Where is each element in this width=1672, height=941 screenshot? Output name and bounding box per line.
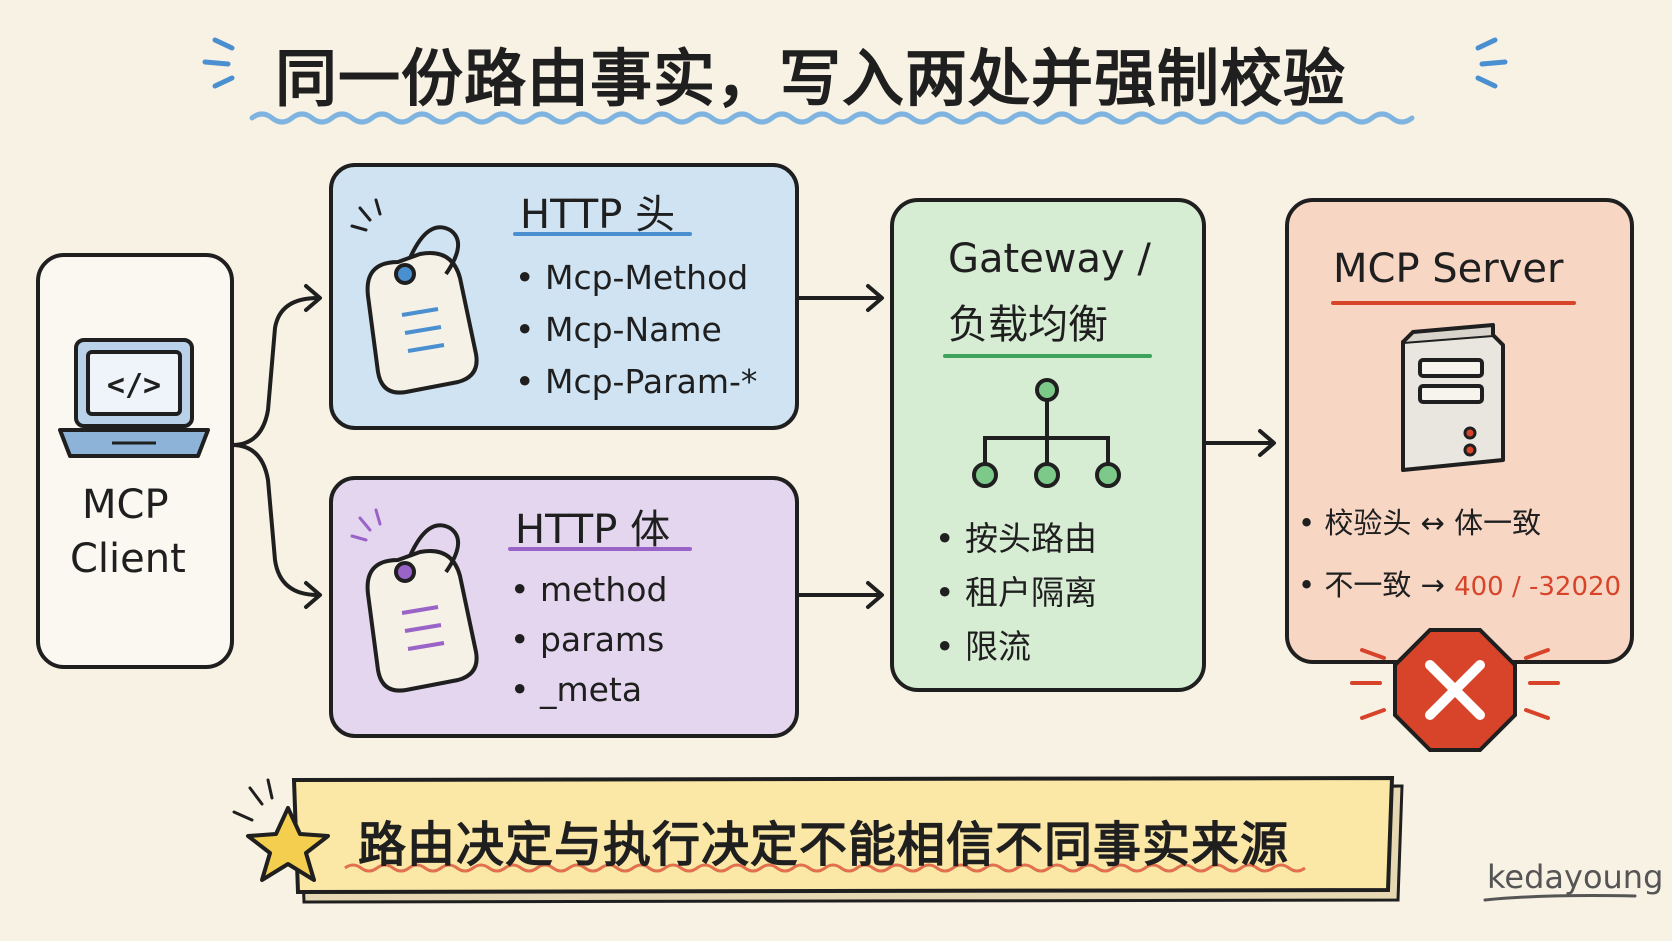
title-sparks-right (1475, 37, 1508, 89)
title-underline (249, 111, 1415, 125)
title-sparks-left (202, 37, 235, 89)
http-header-item: Mcp-Name (515, 310, 722, 349)
http-header-item: Mcp-Param-* (515, 362, 757, 401)
client-label-line1: MCP (82, 482, 169, 528)
tag-icon-body (365, 523, 479, 693)
server-item-mismatch: • 不一致 → 400 / -32020 (1298, 568, 1622, 602)
gateway-item: 按头路由 (935, 512, 1097, 560)
brand-signature: kedayoung (1487, 858, 1664, 896)
http-header-item: Mcp-Method (515, 258, 748, 297)
error-code: 400 / -32020 (1454, 572, 1622, 602)
server-title: MCP Server (1333, 246, 1564, 292)
routing-tree-icon (972, 378, 1121, 488)
http-body-item: params (510, 620, 664, 659)
http-body-title: HTTP 体 (515, 507, 671, 553)
http-body-item: _meta (510, 670, 642, 709)
server-item-check: • 校验头 ↔ 体一致 (1298, 506, 1542, 540)
http-header-title: HTTP 头 (520, 192, 676, 238)
banner-text: 路由决定与执行决定不能相信不同事实来源 (358, 817, 1290, 873)
client-label-line2: Client (70, 536, 186, 582)
gateway-item: 限流 (935, 620, 1031, 668)
server-item-check-text: 校验头 ↔ 体一致 (1324, 506, 1542, 540)
flow-arrows (230, 284, 1276, 609)
page-title: 同一份路由事实，写入两处并强制校验 (275, 42, 1347, 115)
error-stop-icon (1350, 628, 1560, 752)
server-icon (1401, 323, 1505, 472)
laptop-icon: </> (58, 338, 210, 458)
code-glyph: </> (107, 368, 161, 403)
brand-underline (1483, 894, 1637, 902)
star-icon (232, 778, 330, 882)
gateway-title-line1: Gateway / (948, 236, 1151, 282)
client-box (36, 253, 234, 669)
banner-box (291, 775, 1404, 904)
arrow-client-to-body (230, 443, 320, 597)
server-item-mismatch-text: 不一致 → (1324, 568, 1445, 602)
http-body-item: method (510, 570, 667, 609)
tag-sparks-header (350, 198, 382, 232)
arrow-client-to-header (230, 296, 320, 447)
tag-icon-header (365, 225, 479, 395)
tag-sparks-body (350, 508, 382, 542)
gateway-item: 租户隔离 (935, 566, 1097, 614)
gateway-title-line2: 负载均衡 (948, 302, 1108, 348)
